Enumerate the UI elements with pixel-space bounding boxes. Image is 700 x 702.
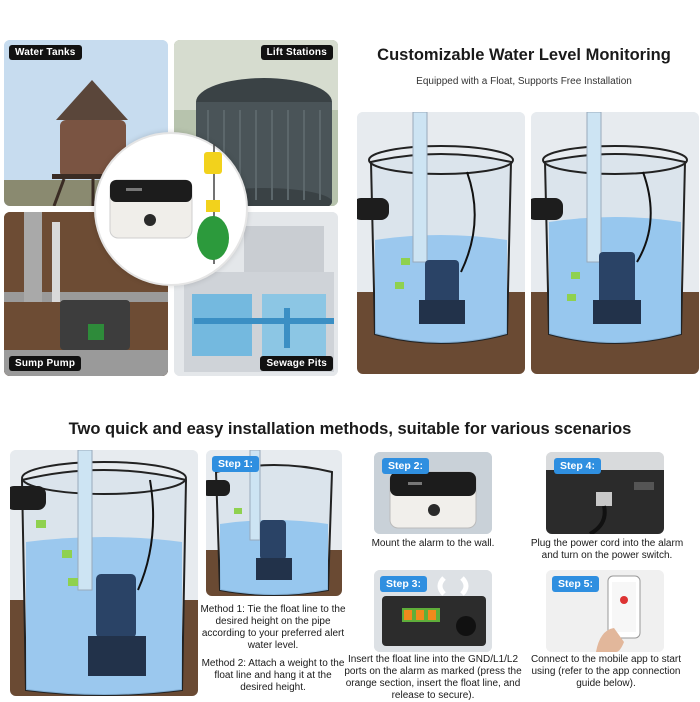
terminal-ports-svg <box>374 570 492 652</box>
scene-label-sump-pump: Sump Pump <box>9 356 82 371</box>
step-5-text: Connect to the mobile app to start using… <box>530 654 682 689</box>
step-4-image: Step 4: <box>546 452 664 534</box>
installation-pit-large <box>10 450 198 696</box>
pit-illustration-low <box>357 112 525 374</box>
pit-illustration-high <box>531 112 699 374</box>
step-3-badge: Step 3: <box>380 576 428 592</box>
step-4-badge: Step 4: <box>554 458 602 474</box>
scene-label-water-tanks: Water Tanks <box>9 45 82 60</box>
lift-stations-panel: Lift Stations <box>174 40 338 206</box>
lift-station-illustration <box>174 40 338 206</box>
step-1-image: Step 1: <box>206 450 342 596</box>
step-1-badge: Step 1: <box>212 456 260 472</box>
step-1-pit-svg <box>206 450 342 596</box>
sewage-pits-panel: Sewage Pits <box>174 212 338 376</box>
water-tower-illustration <box>4 40 168 206</box>
method-1-text: Method 1: Tie the float line to the desi… <box>200 604 346 651</box>
product-circle <box>94 132 248 286</box>
step-2-badge: Step 2: <box>382 458 430 474</box>
step-4-text: Plug the power cord into the alarm and t… <box>530 538 684 561</box>
step-3-image: Step 3: <box>374 570 492 652</box>
step-5-badge: Step 5: <box>552 576 600 592</box>
step-2-text: Mount the alarm to the wall. <box>371 538 495 549</box>
power-cord-svg <box>546 452 664 534</box>
pit-high-water-svg <box>531 112 699 374</box>
top-title: Customizable Water Level Monitoring <box>377 46 671 64</box>
bottom-title: Two quick and easy installation methods,… <box>68 420 632 438</box>
method-2-text: Method 2: Attach a weight to the float l… <box>201 658 345 693</box>
pit-low-water-svg <box>357 112 525 374</box>
step-2-image: Step 2: <box>374 452 492 534</box>
scene-label-sewage-pits: Sewage Pits <box>260 356 333 371</box>
water-tanks-panel: Water Tanks <box>4 40 168 206</box>
top-subtitle: Equipped with a Float, Supports Free Ins… <box>416 76 632 87</box>
sewage-pit-illustration <box>174 212 338 376</box>
installation-pit-large-svg <box>10 450 198 696</box>
step-3-text: Insert the float line into the GND/L1/L2… <box>344 654 522 701</box>
step-5-image: Step 5: <box>546 570 664 652</box>
scene-label-lift-stations: Lift Stations <box>260 45 333 60</box>
alarm-with-float-illustration <box>109 144 229 264</box>
